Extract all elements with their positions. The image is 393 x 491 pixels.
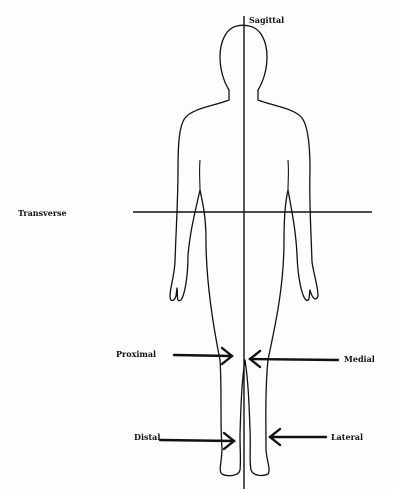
sagittal-label: Sagittal [249, 15, 284, 25]
medial-arrow [250, 351, 338, 367]
transverse-label: Transverse [18, 208, 67, 218]
proximal-label: Proximal [116, 349, 156, 359]
lateral-arrow [270, 429, 326, 445]
lateral-label: Lateral [331, 432, 363, 442]
distal-arrow [160, 433, 234, 449]
medial-label: Medial [344, 354, 375, 364]
distal-label: Distal [134, 432, 160, 442]
proximal-arrow [174, 348, 232, 364]
